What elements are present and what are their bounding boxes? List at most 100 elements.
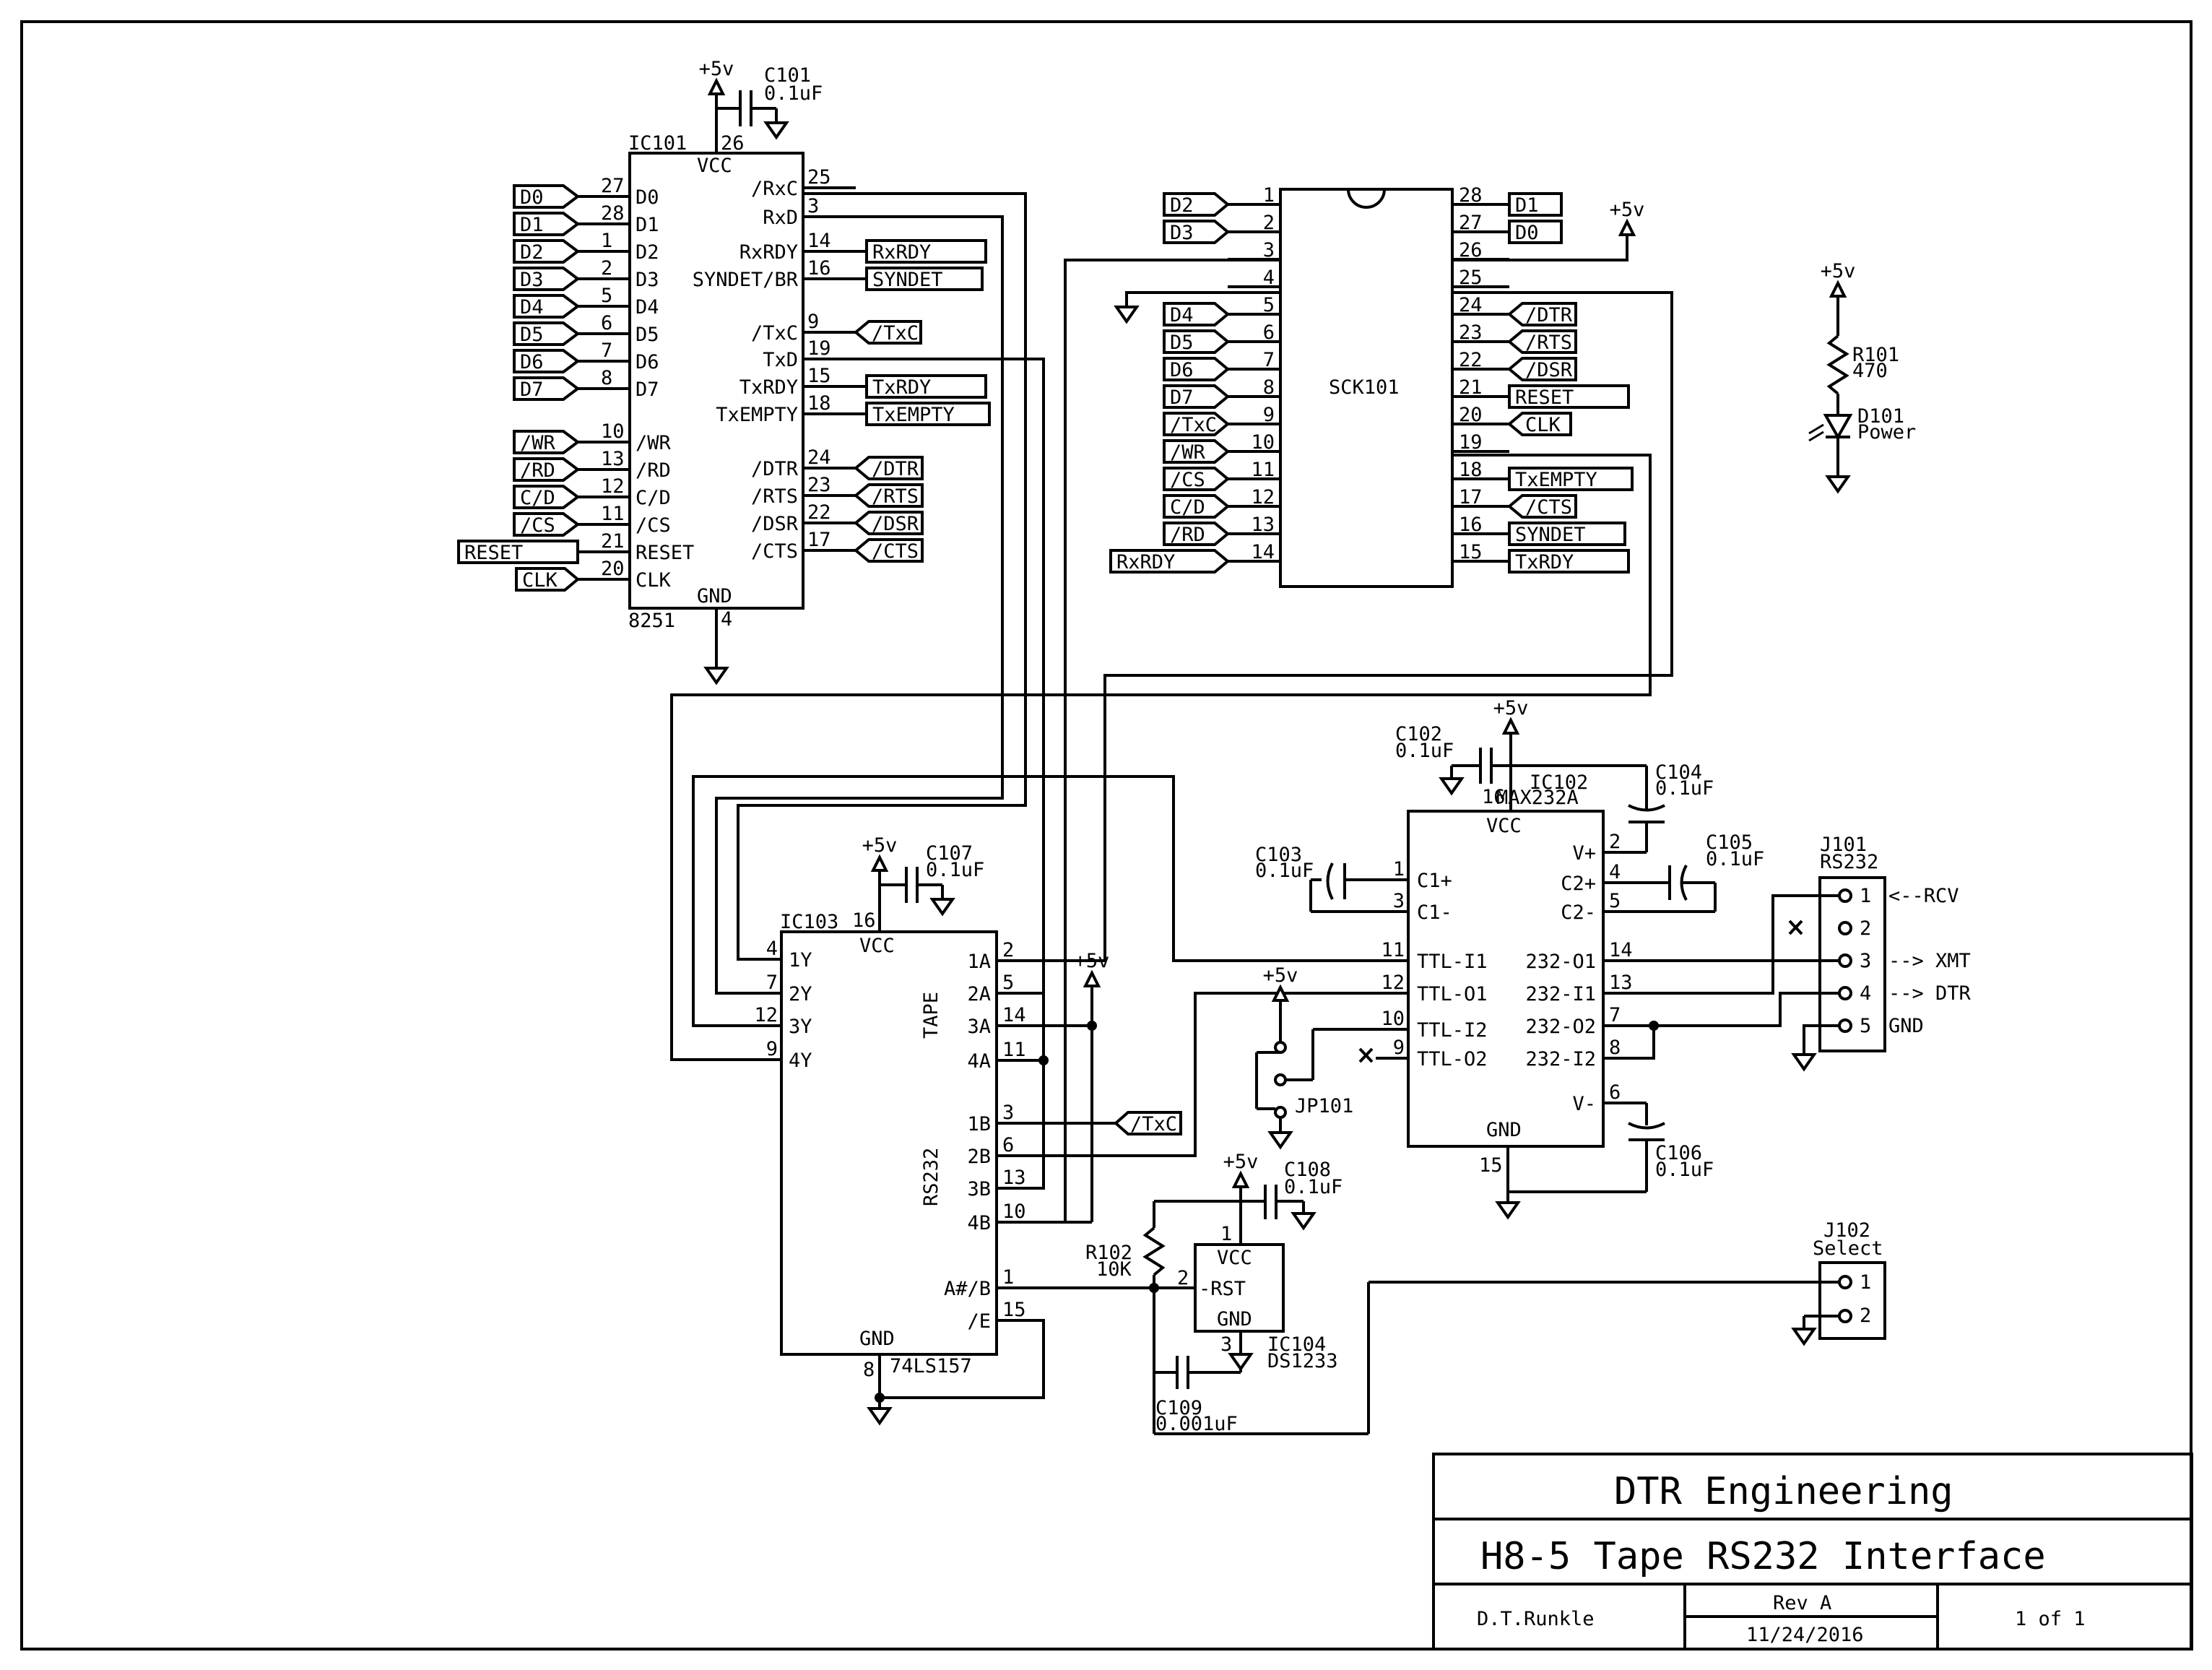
svg-text:J101: J101 — [1820, 834, 1867, 856]
tag-cts — [1506, 494, 1577, 519]
label: 9 — [1263, 404, 1275, 426]
label: 14 — [1609, 939, 1633, 961]
label: TTL-O2 — [1417, 1048, 1488, 1070]
label: 3 — [807, 195, 819, 217]
label: /RxC — [751, 178, 798, 200]
label: 13 — [1251, 514, 1275, 536]
ic101-right-net-tags: RxRDYSYNDET/TxCTxRDYTxEMPTY/DTR/RTS/DSR/… — [853, 239, 991, 563]
label: /DTR — [872, 458, 919, 480]
tag-dsr — [1506, 357, 1577, 381]
svg-text:0.1uF: 0.1uF — [1284, 1176, 1343, 1198]
label: D3 — [520, 269, 544, 291]
label: 13 — [1609, 972, 1633, 994]
label: TxEMPTY — [1515, 469, 1597, 491]
label: 3Y — [789, 1016, 812, 1038]
tag-clk — [515, 567, 581, 592]
label: 28 — [601, 202, 625, 225]
svg-text:-RST: -RST — [1199, 1278, 1246, 1300]
label: 3 — [1002, 1102, 1014, 1124]
label: SYNDET — [1515, 524, 1586, 546]
tag-dtr — [853, 456, 924, 480]
label: TxRDY — [739, 376, 798, 399]
label: 28 — [1459, 184, 1483, 207]
label: 2 — [1263, 212, 1275, 234]
label: 232-O2 — [1525, 1016, 1596, 1038]
svg-text:DS1233: DS1233 — [1267, 1350, 1338, 1372]
label: 5 — [1002, 972, 1014, 994]
svg-text:J102: J102 — [1823, 1219, 1870, 1242]
ic101-gnd: GND — [697, 585, 732, 607]
label: D4 — [520, 296, 544, 319]
label: 4Y — [789, 1050, 812, 1072]
svg-text:IC103: IC103 — [780, 911, 838, 933]
svg-text:IC102: IC102 — [1530, 771, 1588, 794]
svg-text:GND: GND — [1486, 1119, 1522, 1141]
ic103-body — [780, 930, 998, 1356]
label: D5 — [520, 324, 544, 346]
label: 12 — [1381, 972, 1405, 994]
label: +5v — [1821, 260, 1856, 282]
label: 2 — [1609, 831, 1621, 853]
tag-dtr — [1506, 302, 1577, 326]
svg-text:1: 1 — [1220, 1223, 1232, 1245]
label: D1 — [636, 214, 659, 236]
label: 5 — [1263, 294, 1275, 316]
label: /TxC — [872, 322, 919, 345]
label: D0 — [636, 186, 659, 209]
label: TxEMPTY — [872, 404, 955, 426]
label: 17 — [1459, 486, 1483, 509]
svg-text:10K: 10K — [1096, 1258, 1132, 1281]
label: /DSR — [751, 513, 799, 535]
label: D6 — [520, 351, 544, 373]
label: 23 — [1459, 321, 1483, 344]
label: /RTS — [751, 485, 798, 508]
label: D0 — [520, 186, 544, 209]
sheet-border — [20, 20, 2193, 1650]
label: 3 — [1263, 239, 1275, 261]
svg-text:C101: C101 — [764, 64, 811, 87]
tag-clk — [1506, 412, 1572, 436]
company-name: DTR Engineering — [1614, 1470, 1953, 1513]
svg-text:MAX232A: MAX232A — [1496, 787, 1579, 809]
label: 18 — [807, 392, 831, 415]
svg-text:VCC: VCC — [859, 935, 895, 957]
label: 6 — [1609, 1081, 1621, 1104]
svg-text:0.1uF: 0.1uF — [1655, 1159, 1714, 1181]
label: 16 — [807, 257, 831, 280]
label: D3 — [636, 269, 659, 291]
label: 14 — [807, 230, 831, 252]
label: 15 — [1459, 541, 1483, 563]
label: C/D — [1170, 496, 1205, 519]
label: +5v — [699, 58, 734, 80]
svg-text:C102: C102 — [1395, 723, 1442, 745]
sheet-number: 1 of 1 — [2015, 1608, 2086, 1630]
label: CLK — [522, 569, 558, 592]
interconnect-wires — [670, 192, 1839, 1403]
label: D1 — [1515, 194, 1539, 217]
label: 5 — [601, 285, 612, 307]
label: RESET — [464, 542, 523, 564]
label: TTL-I2 — [1417, 1019, 1488, 1042]
svg-text:0.1uF: 0.1uF — [764, 82, 823, 105]
svg-text:JP101: JP101 — [1295, 1095, 1353, 1117]
label: --> DTR — [1888, 982, 1972, 1005]
label: +5v — [862, 834, 898, 857]
label: RxRDY — [872, 241, 931, 264]
label: RESET — [1515, 386, 1574, 409]
label: D7 — [520, 378, 544, 401]
label: 27 — [601, 175, 625, 197]
svg-text:2: 2 — [1177, 1267, 1189, 1289]
label: SYNDET — [872, 269, 943, 291]
ic101-vcc: VCC — [697, 155, 732, 177]
label: /DTR — [751, 458, 799, 480]
label: D2 — [520, 241, 544, 264]
label: /CTS — [872, 540, 919, 563]
svg-text:Power: Power — [1857, 421, 1916, 444]
svg-text:VCC: VCC — [1486, 815, 1522, 837]
ic102-max232a: IC102 MAX232A VCC GND 16 15 1C1+3C1-11TT… — [1376, 730, 1633, 1203]
label: /WR — [636, 432, 672, 454]
label: 3 — [1860, 950, 1871, 972]
svg-text:D101: D101 — [1857, 405, 1904, 428]
svg-text:C105: C105 — [1706, 831, 1753, 854]
label: 2A — [967, 983, 991, 1005]
